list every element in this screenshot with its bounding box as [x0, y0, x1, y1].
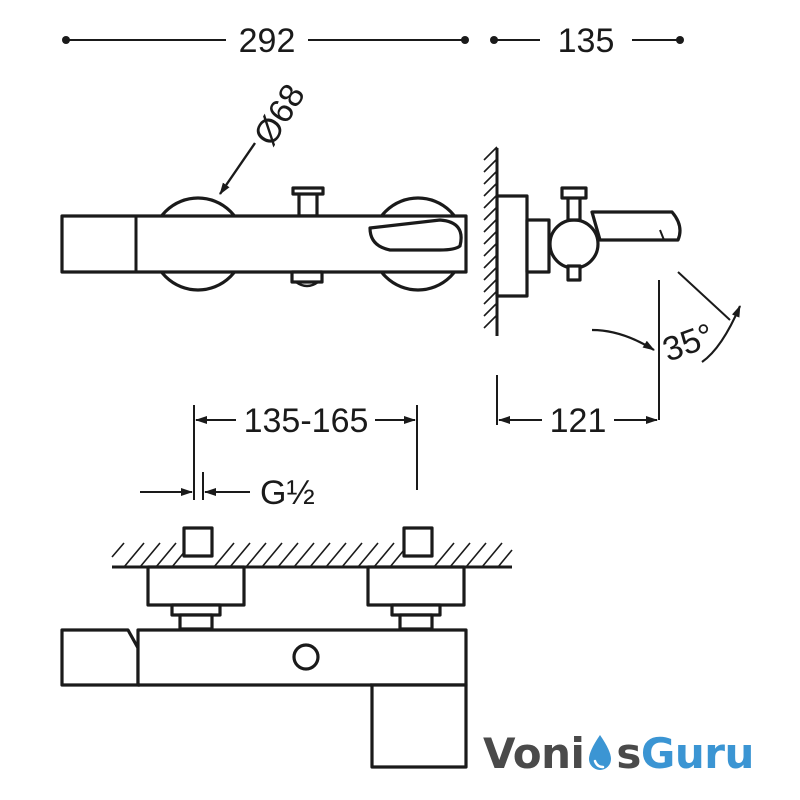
voniosguru-logo: Voni s Guru [483, 728, 754, 778]
dimension-label-thread: G½ [260, 474, 315, 512]
dimension-label-diameter: Ø68 [247, 78, 313, 153]
dimension-center-distance: 135-165 [193, 402, 418, 500]
side-view: 35° 121 [483, 146, 742, 440]
dimension-projection: 135 [490, 22, 684, 60]
dimension-label-292: 292 [239, 22, 296, 60]
plan-view [60, 526, 513, 769]
wall-hatching-bottom [111, 542, 513, 568]
water-drop-icon [585, 731, 615, 775]
dimension-label-135: 135 [558, 22, 615, 60]
wall-hatching [483, 146, 498, 329]
logo-text-guru: Guru [640, 728, 755, 778]
dimension-thread: G½ [140, 472, 315, 512]
dimension-label-angle: 35° [658, 316, 719, 369]
dimension-label-121: 121 [550, 402, 607, 440]
dimension-overall-length: 292 [62, 22, 469, 60]
logo-text-s: s [616, 728, 641, 778]
logo-text-voni: Voni [483, 728, 585, 778]
front-view: Ø68 [60, 78, 468, 292]
dimension-label-center: 135-165 [244, 402, 369, 440]
